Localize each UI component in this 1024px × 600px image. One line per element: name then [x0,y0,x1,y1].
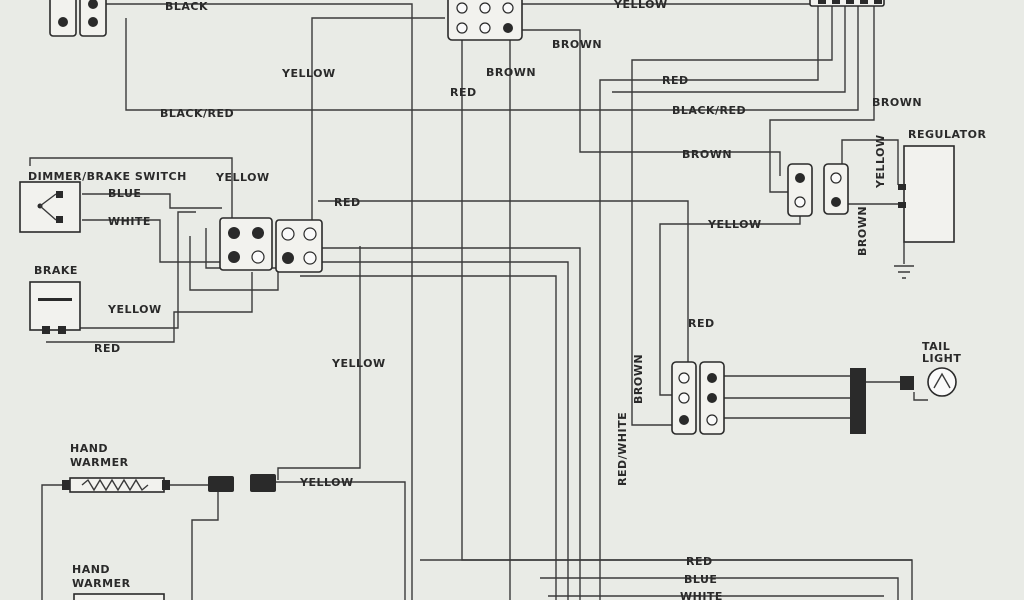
label-tail-light-2: LIGHT [922,352,961,365]
label-dimmer-brake-switch: DIMMER/BRAKE SWITCH [28,170,187,183]
connector-warmer-b [250,474,276,492]
label-black-red-right: BLACK/RED [672,104,746,117]
label-red-white: RED/WHITE [616,412,629,486]
wire-yellow-regulator [659,214,801,396]
wire-blue-bottom [540,577,899,600]
component-labels: DIMMER/BRAKE SWITCH BRAKE REGULATOR TAIL… [28,128,986,590]
wires [29,3,913,600]
label-red-top: RED [662,74,689,87]
hand-warmer-2 [73,593,165,600]
label-yellow-connector: YELLOW [707,218,762,231]
wire-black-red [125,4,859,111]
label-yellow-left-vertical: YELLOW [281,67,336,80]
label-brown-center: BROWN [682,148,732,161]
wire-dimmer-white [82,219,222,263]
connector-tail-left [671,361,697,435]
connector-top-right [809,0,885,7]
wire-red-mid [318,200,689,375]
wire-red-top [612,4,846,93]
regulator [894,145,955,279]
wire-brake-yellow [66,211,196,329]
label-red-mid: RED [450,86,477,99]
wire-yellow-left-vertical [311,17,445,226]
wire-brown-regulator-right [769,4,875,193]
wire-yellow-top [520,3,819,600]
wire-warmer-1-left [41,484,68,600]
label-red-brake: RED [94,342,121,355]
label-blue-switch: BLUE [108,187,141,200]
connector-switch-right [275,219,323,273]
label-hand-warmer-1b: WARMER [70,456,129,469]
label-brown-regulator: BROWN [856,206,869,256]
connector-switch-left [219,217,273,271]
label-red-tail: RED [688,317,715,330]
wire-brown-top [522,29,781,176]
wire-dimmer-blue [82,193,222,209]
label-yellow-brake: YELLOW [107,303,162,316]
label-red-switch: RED [334,196,361,209]
connector-regulator-right [823,163,849,215]
wire-yellow-vertical [277,246,361,480]
wire-connector-a [320,247,581,600]
label-hand-warmer-2a: HAND [72,563,110,576]
dimmer-brake-switch [19,181,81,233]
wire-warmer-down [191,492,219,600]
label-yellow-top: YELLOW [613,0,668,11]
label-black-red: BLACK/RED [160,107,234,120]
connector-tail-right [699,361,725,435]
label-brown-vertical: BROWN [632,354,645,404]
label-white-bottom: WHITE [680,590,723,600]
label-brake: BRAKE [34,264,78,277]
wire-connector-c [300,275,557,600]
tail-light-harness [850,367,957,434]
label-yellow-vertical: YELLOW [331,357,386,370]
hand-warmer-1 [62,477,170,493]
wire-brake-red [46,272,253,343]
label-yellow-warmer: YELLOW [299,476,354,489]
label-hand-warmer-2b: WARMER [72,577,131,590]
wire-switch-to-connector-2 [189,236,279,291]
connector-regulator-left [787,163,813,217]
wire-dimmer-yellow [29,157,233,232]
wire-regulator-yellow [841,139,899,185]
label-yellow-switch: YELLOW [215,171,270,184]
connector-warmer-a [208,476,234,492]
wire-labels: BLACK YELLOW BROWN BROWN YELLOW RED RED … [94,0,922,600]
label-tail-light-1: TAIL [922,340,950,353]
brake-switch [29,281,81,334]
wire-brown-right [631,4,833,426]
label-brown-mid: BROWN [486,66,536,79]
label-brown-right: BROWN [872,96,922,109]
connector-top-left [49,0,107,37]
label-yellow-regulator: YELLOW [874,134,887,189]
label-regulator: REGULATOR [908,128,986,141]
label-white-switch: WHITE [108,215,151,228]
wire-connector-b [320,261,569,600]
label-brown-top: BROWN [552,38,602,51]
label-red-bottom: RED [686,555,713,568]
label-hand-warmer-1a: HAND [70,442,108,455]
label-black-top: BLACK [165,0,208,13]
wire-black-top [102,3,413,600]
label-blue-bottom: BLUE [684,573,717,586]
connector-top-center [447,0,523,41]
wire-warmer-yellow [276,481,406,600]
